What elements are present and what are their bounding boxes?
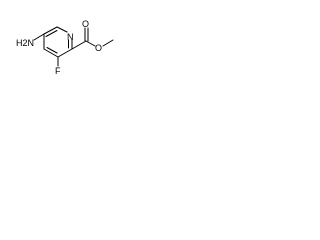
bond-c2-carbonyl-carbon (71, 40, 87, 50)
chemical-structure-diagram: H2N N F O O (16, 19, 114, 76)
pyridine-ring (43, 26, 73, 58)
ester-oxygen-label: O (95, 43, 102, 53)
ring-bond-c5-c6-inner (45, 30, 58, 37)
ring-bond-c6-n1 (56, 26, 68, 33)
bond-ester-oxygen-methyl (102, 39, 114, 47)
fluorine-label: F (55, 66, 61, 76)
amine-label: H2N (16, 38, 34, 48)
ring-nitrogen-label: N (67, 32, 74, 42)
ring-bond-c3-c4-inner (46, 47, 58, 54)
ring-bond-c3-c4 (43, 48, 59, 58)
ring-bond-c5-c6 (43, 26, 58, 35)
carbonyl-oxygen-label: O (82, 19, 89, 29)
bond-carbon-ester-oxygen (85, 40, 96, 47)
ring-bond-c2-c3 (57, 48, 73, 58)
bond-c5-amine (33, 33, 45, 41)
